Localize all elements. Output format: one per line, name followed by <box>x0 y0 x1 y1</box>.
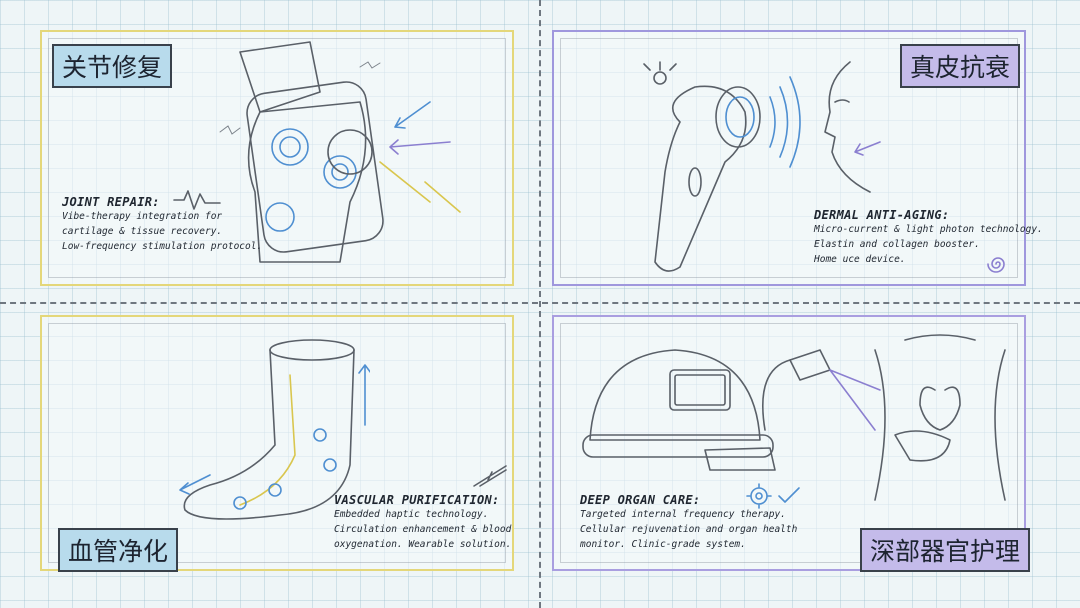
gear-check-icon <box>746 483 800 509</box>
organ-line-2: Cellular rejuvenation and organ health <box>580 524 798 535</box>
vascular-line-1: Embedded haptic technology. <box>334 509 489 520</box>
joint-line-1: Vibe-therapy integration for <box>62 211 223 222</box>
organ-description: DEEP ORGAN CARE: Targeted internal frequ… <box>580 493 797 552</box>
organ-title: 深部器官护理 <box>860 528 1031 572</box>
joint-line-2: cartilage & tissue recovery. <box>62 226 223 237</box>
joint-heading: JOINT REPAIR: <box>62 195 160 209</box>
organ-line-1: Targeted internal frequency therapy. <box>580 509 786 520</box>
vascular-line-3: oxygenation. Wearable solution. <box>334 539 512 550</box>
dermal-line-3: Home uce device. <box>814 254 906 265</box>
organ-care-device-icon <box>582 334 1006 501</box>
facial-device-icon <box>643 61 881 272</box>
joint-title: 关节修复 <box>52 44 173 88</box>
organ-line-3: monitor. Clinic-grade system. <box>580 539 746 550</box>
organ-heading: DEEP ORGAN CARE: <box>580 493 701 507</box>
vascular-heading: VASCULAR PURIFICATION: <box>334 493 500 507</box>
dermal-title: 真皮抗衰 <box>900 44 1021 88</box>
waveform-icon <box>173 190 221 210</box>
vertical-divider <box>539 0 541 608</box>
dermal-line-1: Micro-current & light photon technology. <box>814 224 1043 235</box>
vascular-description: VASCULAR PURIFICATION: Embedded haptic t… <box>334 493 511 552</box>
vessel-icon <box>473 465 507 487</box>
joint-description: JOINT REPAIR: Vibe-therapy integration f… <box>62 195 262 254</box>
compression-sock-icon <box>179 339 370 520</box>
vascular-title: 血管净化 <box>58 528 179 572</box>
knee-brace-icon <box>219 41 461 263</box>
joint-line-3: Low-frequency stimulation protocol. <box>62 241 263 252</box>
spiral-icon <box>987 257 1005 273</box>
vascular-line-2: Circulation enhancement & blood <box>334 524 512 535</box>
dermal-line-2: Elastin and collagen booster. <box>814 239 980 250</box>
dermal-heading: DERMAL ANTI-AGING: <box>814 208 950 222</box>
dermal-description: DERMAL ANTI-AGING: Micro-current & light… <box>814 208 1043 267</box>
